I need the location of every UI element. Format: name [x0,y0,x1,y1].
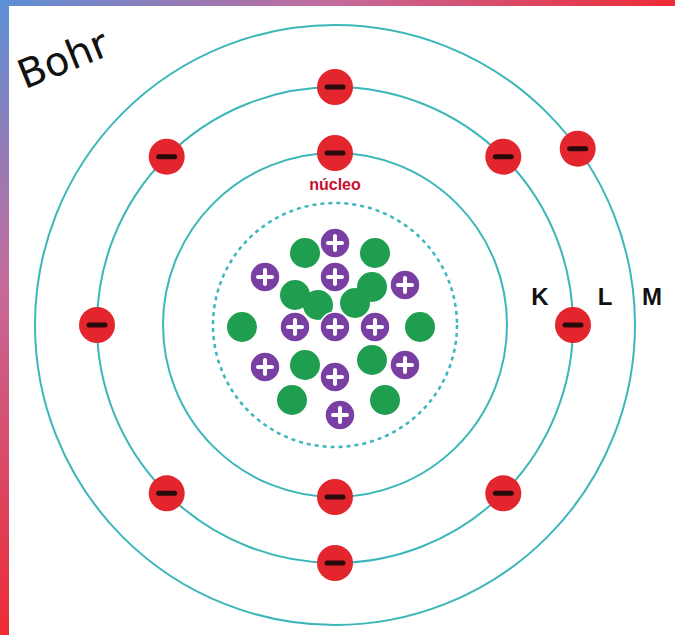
minus-sign [89,323,105,328]
proton-body [320,262,350,292]
proton-body [250,352,280,382]
electron [317,479,353,515]
electron-orbit [97,87,573,563]
plus-sign [398,278,412,292]
electron-body [149,475,185,511]
electron [485,139,521,175]
neutron [405,312,435,342]
electron-body [317,545,353,581]
minus-sign [570,146,586,151]
electron-body [317,69,353,105]
proton [320,228,350,258]
electron-orbit [163,153,507,497]
electron [485,475,521,511]
minus-sign [565,323,581,328]
proton-body [390,270,420,300]
minus-sign [327,85,343,90]
minus-sign [327,561,343,566]
electron-body [79,307,115,343]
plus-sign [328,270,342,284]
nucleus-region: núcleo [210,175,460,450]
proton-body [320,362,350,392]
proton [390,270,420,300]
proton-body [325,400,355,430]
electron [317,135,353,171]
neutron [277,385,307,415]
electron-body [555,307,591,343]
proton [280,312,310,342]
proton-body [250,262,280,292]
nucleus-outline [210,175,460,450]
plus-sign [288,320,302,334]
proton [320,262,350,292]
nucleus-boundary [213,203,457,447]
diagram-title: Bohr [11,20,115,98]
electron [317,69,353,105]
minus-sign [495,154,511,159]
proton-body [320,312,350,342]
shell-letter: K [529,283,550,311]
proton-body [360,312,390,342]
electron [555,307,591,343]
proton [390,350,420,380]
neutron [290,238,320,268]
left-border [0,0,9,635]
shell-letter: L [596,283,615,311]
top-border [0,0,675,6]
electron [560,131,596,167]
electron-body [317,135,353,171]
neutron [370,385,400,415]
proton [360,312,390,342]
neutron [290,350,320,380]
nucleus-label: núcleo [210,175,460,195]
proton [250,262,280,292]
neutron [227,312,257,342]
electron-orbit [35,25,635,625]
electron [317,545,353,581]
electron-body [485,139,521,175]
plus-sign [398,358,412,372]
electron [79,307,115,343]
plus-sign [333,408,347,422]
plus-sign [328,370,342,384]
minus-sign [327,495,343,500]
plus-sign [258,360,272,374]
minus-sign [159,491,175,496]
proton [320,362,350,392]
neutron [357,345,387,375]
proton-body [390,350,420,380]
electron-body [560,131,596,167]
neutron [360,238,390,268]
proton [320,312,350,342]
electron [149,475,185,511]
electron-body [485,475,521,511]
plus-sign [328,320,342,334]
plus-sign [258,270,272,284]
proton [250,352,280,382]
minus-sign [495,491,511,496]
electron-body [317,479,353,515]
electron-body [149,139,185,175]
electron [149,139,185,175]
proton [325,400,355,430]
shell-letter: M [640,283,664,311]
proton-body [320,228,350,258]
minus-sign [327,151,343,156]
minus-sign [159,154,175,159]
neutron [340,288,370,318]
plus-sign [328,236,342,250]
proton-body [280,312,310,342]
plus-sign [368,320,382,334]
